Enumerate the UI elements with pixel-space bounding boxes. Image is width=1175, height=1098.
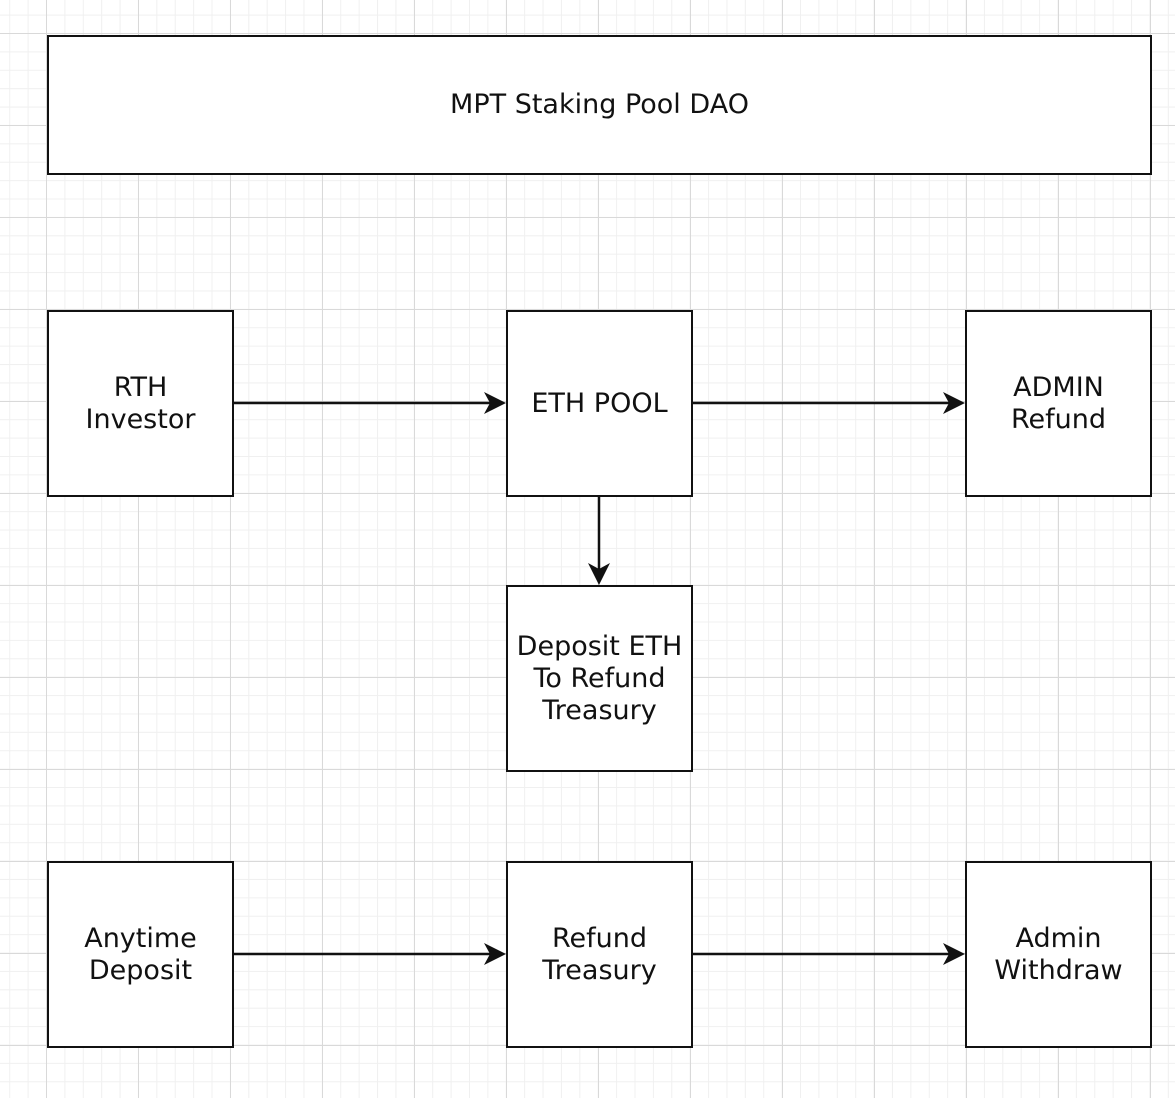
node-label: Anytime Deposit: [84, 922, 197, 986]
node-admin-refund[interactable]: ADMIN Refund: [965, 310, 1152, 497]
edge-treasury-to-withdraw[interactable]: [693, 943, 965, 965]
edge-pool-to-admin-refund[interactable]: [693, 392, 965, 414]
edge-pool-to-deposit[interactable]: [588, 497, 610, 585]
node-eth-pool[interactable]: ETH POOL: [506, 310, 693, 497]
node-label: Refund Treasury: [542, 922, 657, 986]
node-deposit-eth[interactable]: Deposit ETH To Refund Treasury: [506, 585, 693, 772]
node-label: ETH POOL: [531, 387, 668, 419]
node-label: RTH Investor: [85, 371, 196, 435]
node-admin-withdraw[interactable]: Admin Withdraw: [965, 861, 1152, 1048]
edge-rth-to-pool[interactable]: [234, 392, 506, 414]
node-rth-investor[interactable]: RTH Investor: [47, 310, 234, 497]
node-refund-treasury[interactable]: Refund Treasury: [506, 861, 693, 1048]
node-label: Admin Withdraw: [994, 922, 1123, 986]
node-label: ADMIN Refund: [1010, 371, 1107, 435]
diagram-title-box[interactable]: MPT Staking Pool DAO: [47, 35, 1152, 175]
node-anytime-deposit[interactable]: Anytime Deposit: [47, 861, 234, 1048]
node-label: Deposit ETH To Refund Treasury: [516, 630, 683, 726]
edge-anytime-to-treasury[interactable]: [234, 943, 506, 965]
diagram-title: MPT Staking Pool DAO: [450, 89, 749, 120]
